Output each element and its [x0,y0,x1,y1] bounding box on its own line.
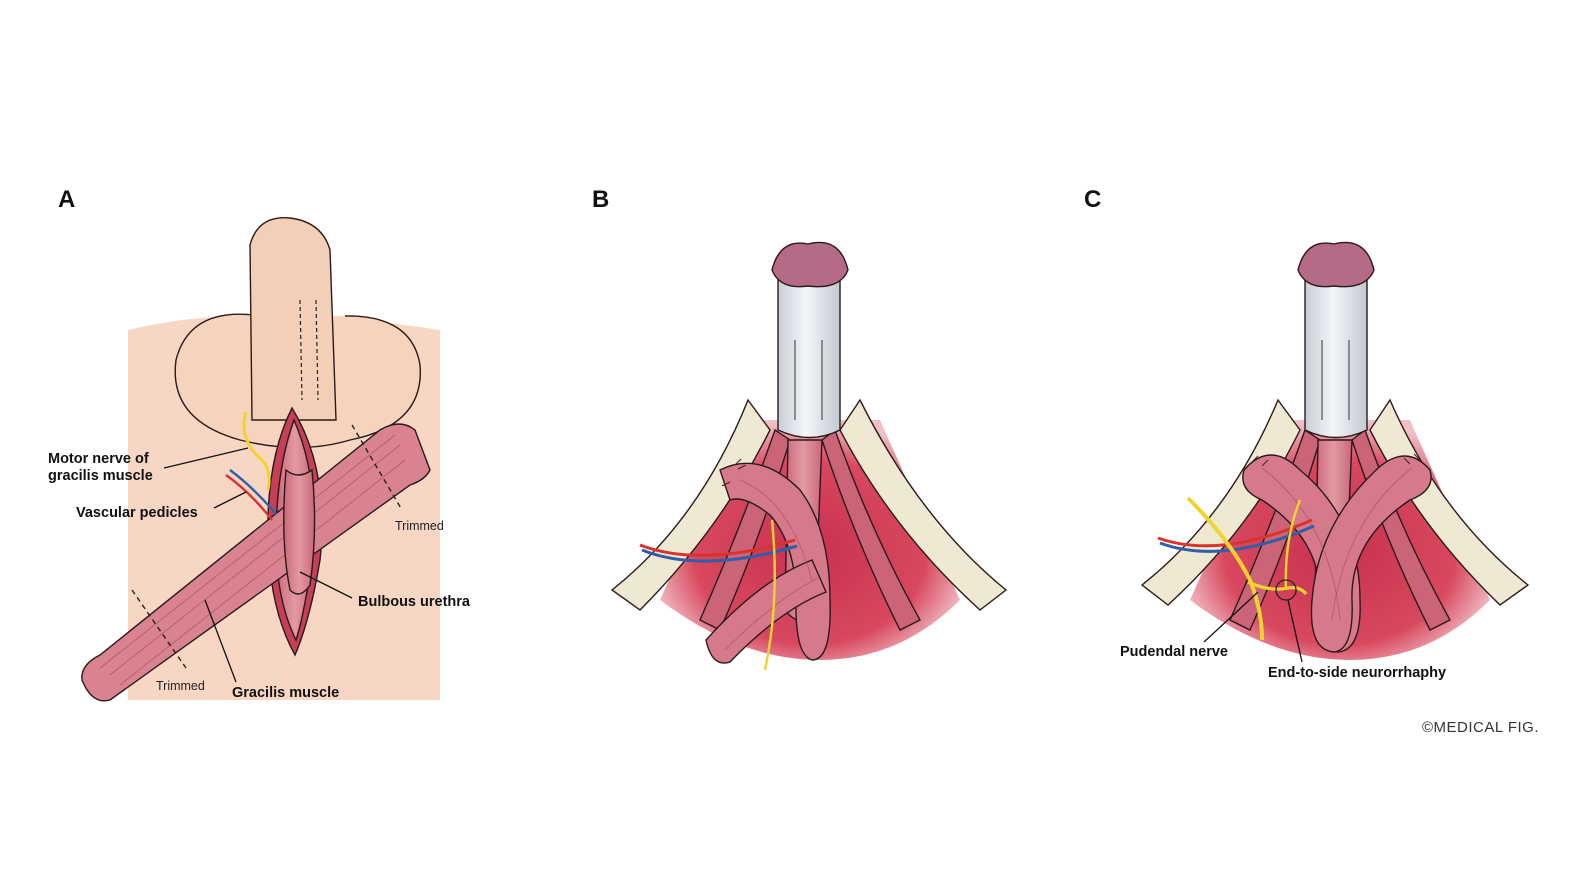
fat-flap-left-c [1140,398,1301,606]
panel-a: A Motor nerve of gracilis musc [48,186,471,702]
neophallus-shaft-b [777,279,841,439]
panel-b: B [592,186,1008,671]
vein-b [641,544,798,563]
panel-b-letter: B [592,186,609,213]
label-end-to-side-neurorrhaphy: End-to-side neurorrhaphy [1268,665,1446,681]
label-motor-nerve-1: Motor nerve of [48,451,149,467]
fat-flap-left-b [610,398,771,611]
panel-c: C Pudendal nerve End-to-side neurorrhaph… [1084,186,1530,681]
glans-c [1297,241,1375,288]
label-bulbous-urethra: Bulbous urethra [358,594,471,610]
label-trimmed-lower: Trimmed [156,679,205,693]
label-vascular-pedicles: Vascular pedicles [76,505,198,521]
neurorrhaphy-site-marker [1275,579,1297,601]
gracilis-loop-b [719,462,831,661]
copyright-credit: ©MEDICAL FIG. [1422,719,1539,736]
gracilis-tail-b [705,559,827,664]
neophallus-shaft-c [1304,279,1368,439]
vein-c [1159,524,1315,553]
label-pudendal-nerve: Pudendal nerve [1120,644,1228,660]
label-gracilis-muscle: Gracilis muscle [232,685,339,701]
gracilis-muscle-a [81,423,431,702]
panel-a-letter: A [58,186,75,213]
pudendal-nerve-c [1186,496,1264,641]
phallus [249,217,337,421]
glans-b [771,241,849,288]
label-motor-nerve-2: gracilis muscle [48,468,153,484]
panel-c-letter: C [1084,186,1101,213]
gracilis-right-c [1310,455,1432,653]
label-trimmed-upper: Trimmed [395,519,444,533]
motor-nerve-a [242,411,271,491]
fat-flap-right-c [1369,398,1530,606]
nerve-b [763,519,776,671]
vascular-pedicle-artery-a [225,474,273,521]
vascular-pedicle-vein-a [229,469,277,515]
nerve-branch-c [1247,580,1308,596]
